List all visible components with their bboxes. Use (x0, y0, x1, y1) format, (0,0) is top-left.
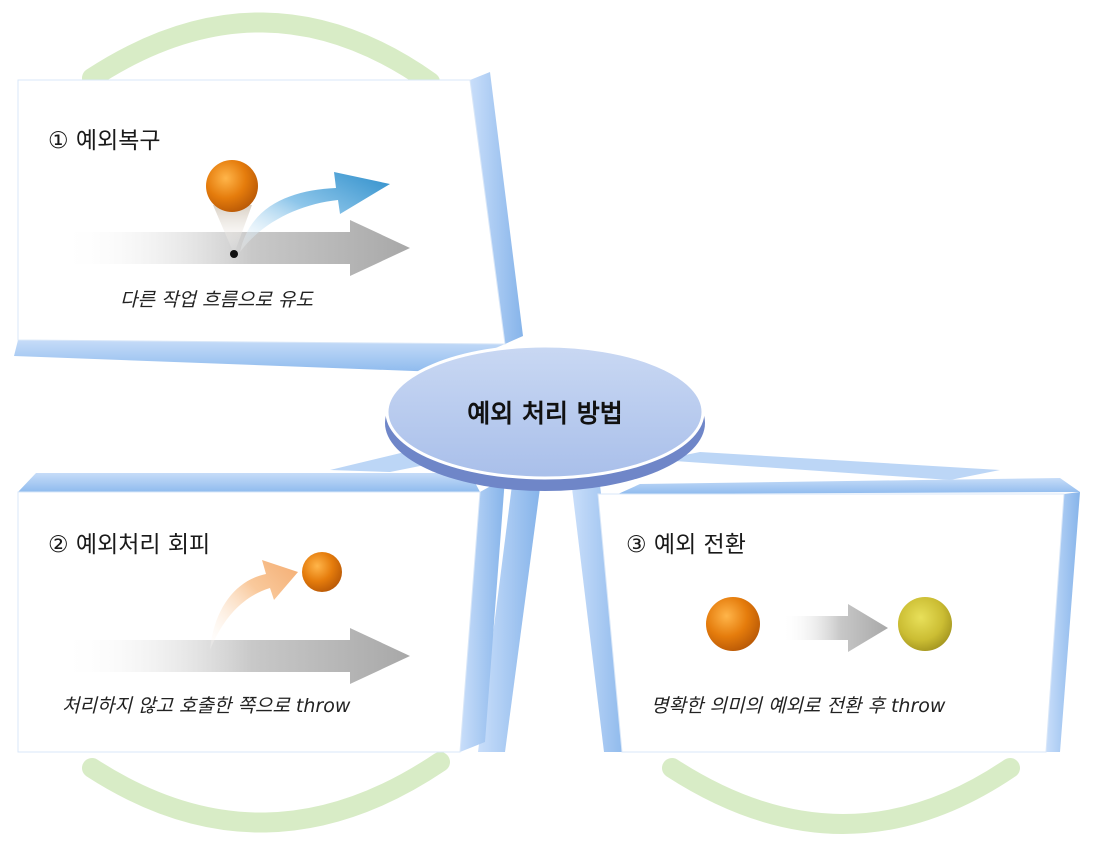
panel-recovery-bottom-edge (14, 340, 505, 372)
beam-to-panel-3 (660, 452, 1000, 480)
orange-ball-icon (206, 160, 258, 212)
ring-bottom-left (82, 752, 450, 833)
peach-curved-arrow-icon (210, 560, 298, 650)
gray-arrow-icon (782, 604, 888, 652)
beam-down-left (478, 485, 540, 752)
center-node-face (385, 344, 705, 480)
panel-recovery-face (17, 79, 506, 345)
center-node: 예외 처리 방법 (385, 344, 705, 491)
center-node-label: 예외 처리 방법 (467, 399, 622, 428)
panel-recovery-caption: 다른 작업 흐름으로 유도 (120, 289, 314, 311)
pin-shadow (213, 205, 252, 254)
panel-avoidance-title: ② 예외처리 회피 (48, 532, 210, 558)
pin-point-icon (230, 250, 238, 258)
blue-curved-arrow-icon (240, 172, 390, 252)
panel-translation-title: ③ 예외 전환 (626, 532, 746, 558)
panel-translation: ③ 예외 전환 명확한 의미의 예외로 전환 후 throw (597, 478, 1080, 753)
panel-recovery: ① 예외복구 다른 작업 흐름으로 유도 (14, 72, 523, 372)
panel-avoidance-right-edge (460, 478, 505, 752)
panel-recovery-right-edge (470, 72, 523, 344)
panel-avoidance-face (17, 491, 481, 753)
panel-translation-right-edge (1046, 492, 1080, 752)
panel-recovery-title: ① 예외복구 (48, 128, 161, 154)
decorative-rings (82, 12, 1020, 834)
ring-bottom-right (662, 758, 1020, 834)
ring-top-left (82, 12, 440, 92)
gray-arrow-icon (60, 628, 410, 684)
panel-avoidance-caption: 처리하지 않고 호출한 쪽으로 throw (62, 695, 351, 717)
yellow-ball-icon (898, 597, 952, 651)
panel-avoidance: ② 예외처리 회피 처리하지 않고 호출한 쪽으로 throw (17, 473, 505, 753)
panel-avoidance-top-edge (18, 473, 480, 492)
orange-ball-icon (706, 597, 760, 651)
orange-ball-icon (302, 552, 342, 592)
panel-translation-top-edge (618, 478, 1080, 494)
panel-translation-caption: 명확한 의미의 예외로 전환 후 throw (651, 695, 946, 717)
